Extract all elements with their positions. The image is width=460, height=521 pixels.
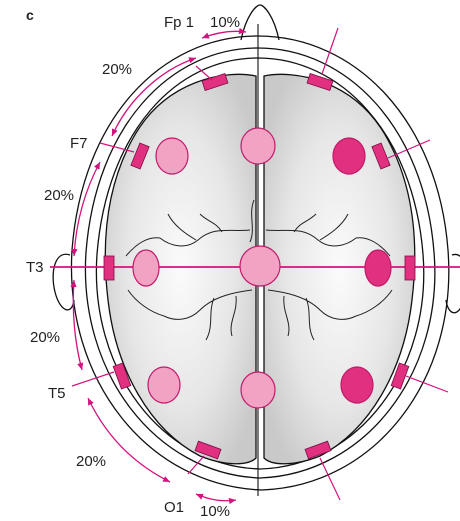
label-t3: T3 — [26, 259, 44, 276]
electrode-disc-c4 — [365, 250, 391, 286]
label-20-mid-upper: 20% — [44, 187, 74, 204]
electrode-disc-pz — [241, 372, 275, 408]
electrode-t4 — [405, 256, 415, 280]
electrode-t3 — [104, 256, 114, 280]
electrode-disc-f4 — [333, 138, 365, 174]
label-t5: T5 — [48, 385, 66, 402]
panel-letter: c — [26, 7, 34, 23]
arrow-bottom-10 — [196, 494, 236, 501]
electrode-disc-f3 — [156, 138, 188, 174]
label-20-lower: 20% — [76, 453, 106, 470]
label-20-mid-lower: 20% — [30, 329, 60, 346]
electrode-disc-p4 — [341, 367, 373, 403]
electrode-disc-c3 — [133, 250, 159, 286]
electrode-disc-fz — [241, 128, 275, 164]
label-f7: F7 — [70, 135, 88, 152]
label-o1: O1 — [164, 499, 184, 516]
label-fp1: Fp 1 — [164, 14, 194, 31]
label-top-percent: 10% — [210, 14, 240, 31]
nose-outline — [241, 5, 279, 40]
electrode-disc-p3 — [148, 367, 180, 403]
label-bottom-percent: 10% — [200, 503, 230, 520]
label-20-upper: 20% — [102, 61, 132, 78]
electrode-disc-cz — [240, 246, 280, 286]
